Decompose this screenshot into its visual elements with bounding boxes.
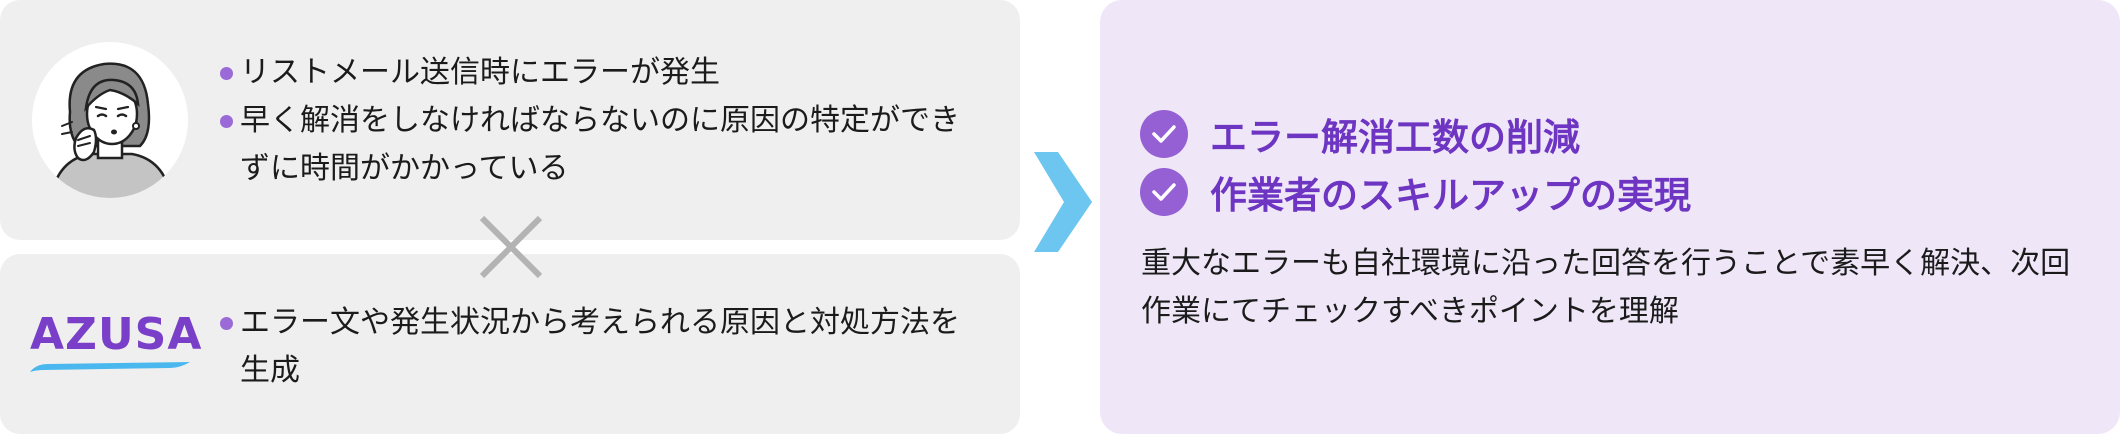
solution-panel bbox=[0, 254, 1020, 434]
azusa-logo: AZUSA bbox=[30, 308, 201, 376]
cross-icon bbox=[479, 215, 543, 279]
benefit-label: エラー解消工数の削減 bbox=[1210, 116, 1580, 159]
result-description: 重大なエラーも自社環境に沿った回答を行うことで素早く解決、次回作業にてチェックす… bbox=[1141, 246, 2071, 329]
benefit-row: エラー解消工数の削減 bbox=[1140, 108, 1580, 160]
problem-bullet: 早く解消をしなければならないのに原因の特定ができずに時間がかかっている bbox=[218, 97, 988, 193]
check-circle-icon bbox=[1140, 110, 1188, 158]
logo-swoosh-icon bbox=[30, 362, 190, 372]
problem-bullet: リストメール送信時にエラーが発生 bbox=[218, 49, 988, 97]
chevron-right-icon bbox=[1034, 152, 1092, 252]
logo-wordmark: AZUSA bbox=[30, 309, 203, 360]
benefit-label: 作業者のスキルアップの実現 bbox=[1210, 174, 1691, 217]
result-panel bbox=[1100, 0, 2120, 434]
solution-bullet: エラー文や発生状況から考えられる原因と対処方法を生成 bbox=[218, 299, 988, 395]
solution-bullet-list: エラー文や発生状況から考えられる原因と対処方法を生成 bbox=[218, 299, 988, 395]
worried-woman-avatar bbox=[32, 42, 188, 198]
benefit-row: 作業者のスキルアップの実現 bbox=[1140, 166, 1691, 218]
problem-bullet-list: リストメール送信時にエラーが発生 早く解消をしなければならないのに原因の特定がで… bbox=[218, 49, 988, 193]
check-circle-icon bbox=[1140, 168, 1188, 216]
avatar-illustration bbox=[49, 62, 173, 198]
